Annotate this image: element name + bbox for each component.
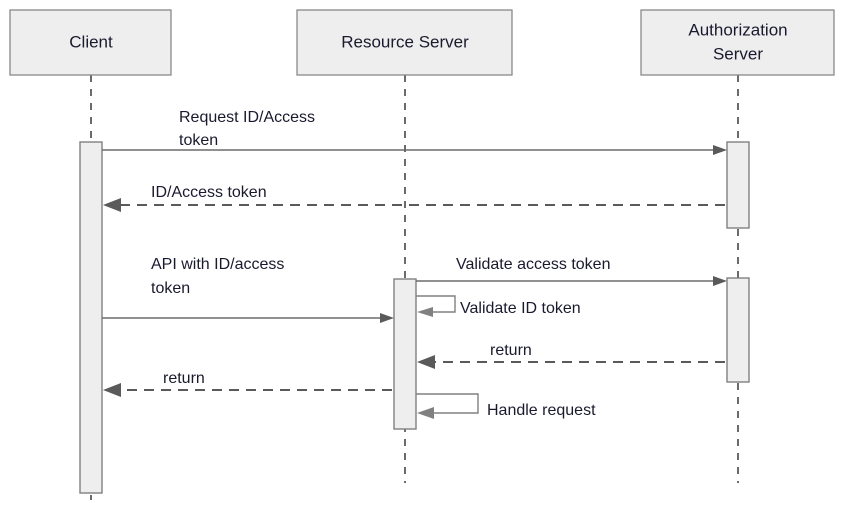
activation-bar-resource-server[interactable] bbox=[393, 278, 417, 430]
message-label-api-with-id-access-token-line2: token bbox=[151, 280, 190, 297]
message-line-handle-request bbox=[416, 393, 479, 414]
message-label-return-resource-to-client: return bbox=[163, 370, 205, 387]
activation-bar-authorization-server-2[interactable] bbox=[726, 277, 750, 383]
message-label-id-access-token: ID/Access token bbox=[151, 184, 267, 201]
message-request-id-access-token[interactable]: Request ID/Access token bbox=[102, 109, 727, 155]
participant-box-client[interactable] bbox=[9, 9, 172, 76]
message-label-return-auth-to-resource: return bbox=[490, 342, 532, 359]
message-line-validate-id-token bbox=[416, 295, 456, 313]
participant-box-resource-server[interactable] bbox=[296, 9, 513, 76]
participant-client[interactable]: Client bbox=[9, 9, 172, 76]
participant-box-authorization-server[interactable] bbox=[640, 9, 835, 76]
message-return-auth-to-resource[interactable]: return bbox=[417, 342, 725, 369]
message-label-validate-id-token: Validate ID token bbox=[460, 300, 581, 317]
message-label-handle-request: Handle request bbox=[487, 402, 596, 419]
message-handle-request[interactable]: Handle request bbox=[416, 393, 596, 419]
arrowhead-request-id-access-token bbox=[713, 145, 727, 155]
participant-label-authorization-server-line2: Server bbox=[713, 44, 763, 63]
message-api-with-id-access-token[interactable]: API with ID/access token bbox=[102, 256, 394, 323]
participant-label-authorization-server-line1: Authorization bbox=[688, 20, 787, 39]
message-label-validate-access-token: Validate access token bbox=[456, 256, 610, 273]
message-id-access-token[interactable]: ID/Access token bbox=[103, 184, 725, 212]
message-label-request-id-access-token-line2: token bbox=[179, 132, 218, 149]
arrowhead-id-access-token bbox=[103, 198, 121, 212]
message-label-request-id-access-token-line1: Request ID/Access bbox=[179, 109, 315, 126]
participant-label-resource-server: Resource Server bbox=[341, 32, 469, 51]
message-validate-access-token[interactable]: Validate access token bbox=[416, 256, 727, 286]
arrowhead-api-with-id-access-token bbox=[380, 313, 394, 323]
arrowhead-handle-request bbox=[417, 407, 434, 419]
participant-label-client: Client bbox=[69, 32, 113, 51]
activation-bar-authorization-server-1[interactable] bbox=[726, 141, 750, 229]
arrowhead-validate-access-token bbox=[713, 276, 727, 286]
activation-bar-client[interactable] bbox=[79, 141, 103, 494]
arrowhead-return-resource-to-client bbox=[103, 383, 121, 397]
message-validate-id-token[interactable]: Validate ID token bbox=[416, 295, 581, 317]
arrowhead-return-auth-to-resource bbox=[417, 355, 435, 369]
message-label-api-with-id-access-token-line1: API with ID/access bbox=[151, 256, 284, 273]
participant-resource-server[interactable]: Resource Server bbox=[296, 9, 513, 76]
message-return-resource-to-client[interactable]: return bbox=[103, 370, 392, 397]
participant-authorization-server[interactable]: Authorization Server bbox=[640, 9, 835, 76]
activations-group bbox=[79, 141, 750, 494]
arrowhead-validate-id-token bbox=[417, 307, 433, 317]
